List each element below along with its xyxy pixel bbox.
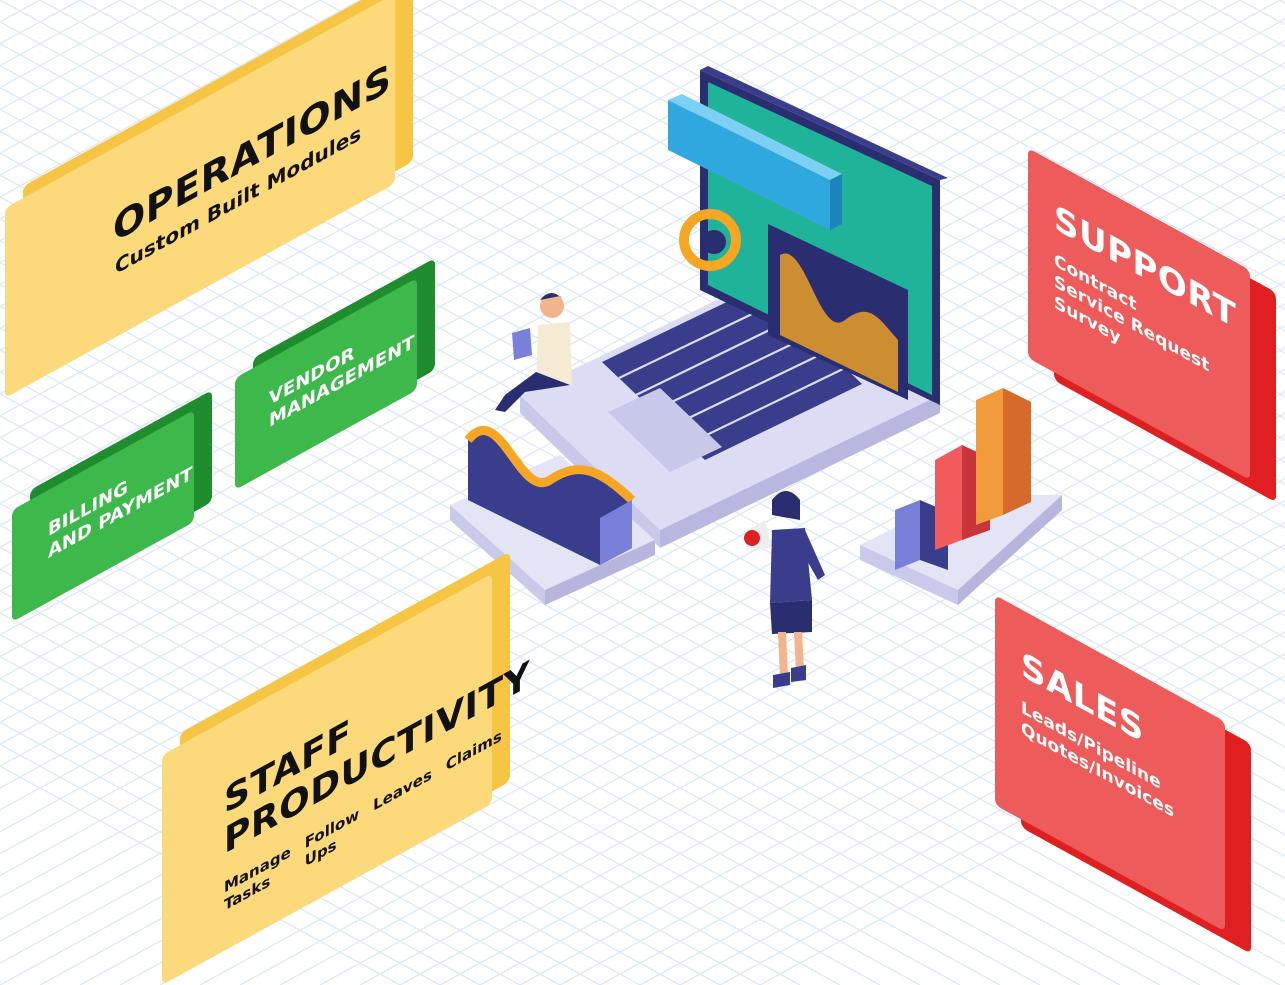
- donut-chart-icon: [679, 209, 741, 271]
- area-chart-icon: [450, 426, 655, 605]
- woman-with-megaphone-icon: [744, 491, 825, 688]
- staff-item: Follow Ups: [304, 804, 360, 871]
- bar-chart-icon: [860, 388, 1062, 605]
- laptop-icon: [520, 66, 948, 548]
- person-with-tablet-icon: [495, 292, 572, 412]
